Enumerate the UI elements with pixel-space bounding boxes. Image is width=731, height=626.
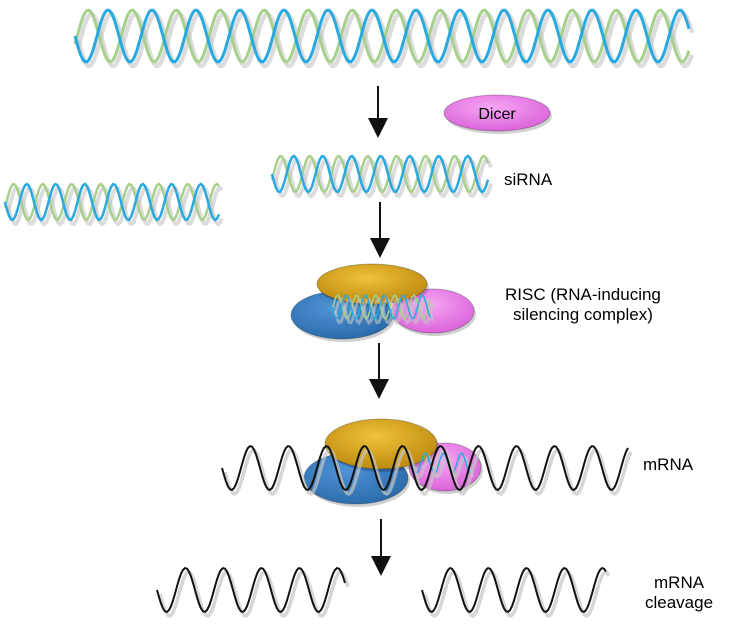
risc-loaded-sirna-shadow-2 [333,296,435,326]
mrna-fragment-right [421,566,611,618]
risc-loaded-sirna [331,293,435,326]
mrna-fragment-left [156,566,350,618]
mrna-strand [221,444,633,496]
dsrna-long-helix [73,8,695,69]
risc-label: RISC (RNA-inducing silencing complex) [505,285,661,326]
mrna-fragment-left-line [156,566,346,614]
mrna-bound-sirna-shadow [413,455,475,479]
mrna-risc-gold-subunit [324,418,438,470]
cleavage-label-line1: mRNA [654,573,705,592]
risc-loaded-sirna-blue-strand [331,293,431,321]
sirna-label: siRNA [504,170,553,189]
risc-loaded-sirna-green-strand [331,293,431,321]
sirna-helix-center-green-strand [270,154,490,194]
dsrna-long-helix-blue-strand [73,8,691,64]
cleavage-label-line2: cleavage [645,593,714,613]
sirna-helix-left-green-strand [3,182,220,222]
dicer-label: Dicer [478,106,516,123]
mrna-fragment-left-shadow [158,570,350,618]
mrna-bound-sirna [411,452,475,479]
mrna-strand-line [221,444,629,492]
dicer-enzyme [443,94,551,132]
dsrna-long-helix-green-strand [73,8,691,64]
mrna-label: mRNA [643,455,694,474]
sirna-helix-left-blue-strand [3,182,221,222]
sirna-helix-left [3,182,224,227]
sirna-helix-center [270,154,493,199]
risc-label-line1: RISC (RNA-inducing [505,285,661,304]
risc-label-line2: silencing complex) [513,305,653,325]
mrna-fragment-right-line [421,566,607,614]
sirna-helix-center-shadow-1 [273,157,493,199]
mrna-bound-sirna-line [411,452,471,474]
sirna-helix-center-blue-strand [270,154,490,194]
mrna-cleavage-label: mRNA cleavage [645,573,713,614]
risc-gold-subunit [316,263,428,305]
